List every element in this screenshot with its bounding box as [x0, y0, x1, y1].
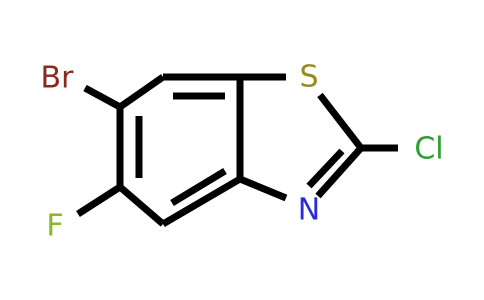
- bond-c4-c5: [117, 184, 166, 227]
- fluorine-label: F: [46, 209, 63, 244]
- bond-c2-n3: [315, 145, 364, 199]
- chlorine-label: Cl: [414, 132, 443, 167]
- bond-lines: [76, 73, 398, 228]
- bond-c5-f: [76, 184, 122, 217]
- bond-c3a-c4: [161, 175, 242, 228]
- bond-n3-c3a: [238, 175, 288, 202]
- double-bond-c2-n3-inner: [306, 148, 345, 189]
- nitrogen-label: N: [298, 193, 320, 228]
- bromine-label: Br: [41, 61, 75, 96]
- sulfur-label: S: [299, 60, 318, 95]
- bond-s1-c2: [317, 92, 364, 151]
- bond-c6-c7: [117, 74, 166, 110]
- bond-c6-br: [83, 84, 122, 111]
- double-bond-c3a-c4-inner: [170, 168, 227, 206]
